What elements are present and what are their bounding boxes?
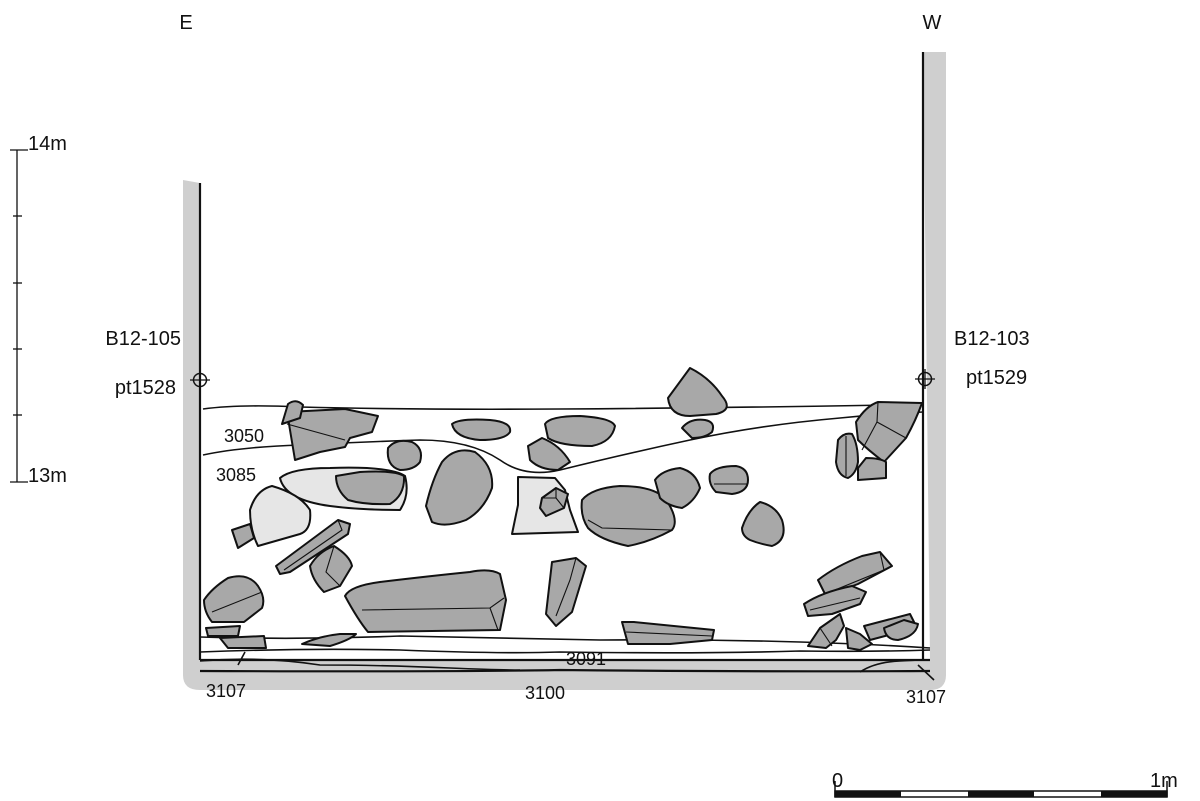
ref-point-right: pt1529 bbox=[966, 367, 1027, 389]
scale-bar: 0 1m bbox=[832, 770, 1178, 798]
datum-marker-right bbox=[915, 369, 935, 389]
context-3107-left-label: 3107 bbox=[206, 681, 246, 701]
ref-code-left: B12-105 bbox=[105, 328, 181, 350]
orientation-west-label: W bbox=[923, 12, 942, 34]
context-3091-label: 3091 bbox=[566, 649, 606, 669]
trench-outline bbox=[183, 52, 946, 690]
ref-code-right: B12-103 bbox=[954, 328, 1030, 350]
elevation-14m-label: 14m bbox=[28, 133, 67, 155]
scale-end-label: 1m bbox=[1150, 770, 1178, 792]
scale-start-label: 0 bbox=[832, 770, 843, 792]
datum-marker-left bbox=[190, 370, 210, 390]
ref-point-left: pt1528 bbox=[115, 377, 176, 399]
elevation-13m-label: 13m bbox=[28, 465, 67, 487]
context-3100-label: 3100 bbox=[525, 683, 565, 703]
orientation-east-label: E bbox=[179, 12, 192, 34]
context-3085-label: 3085 bbox=[216, 465, 256, 485]
context-3050-label: 3050 bbox=[224, 426, 264, 446]
stones bbox=[203, 367, 923, 651]
elevation-scale: 14m 13m bbox=[10, 133, 67, 487]
context-3107-right-label: 3107 bbox=[906, 687, 946, 707]
